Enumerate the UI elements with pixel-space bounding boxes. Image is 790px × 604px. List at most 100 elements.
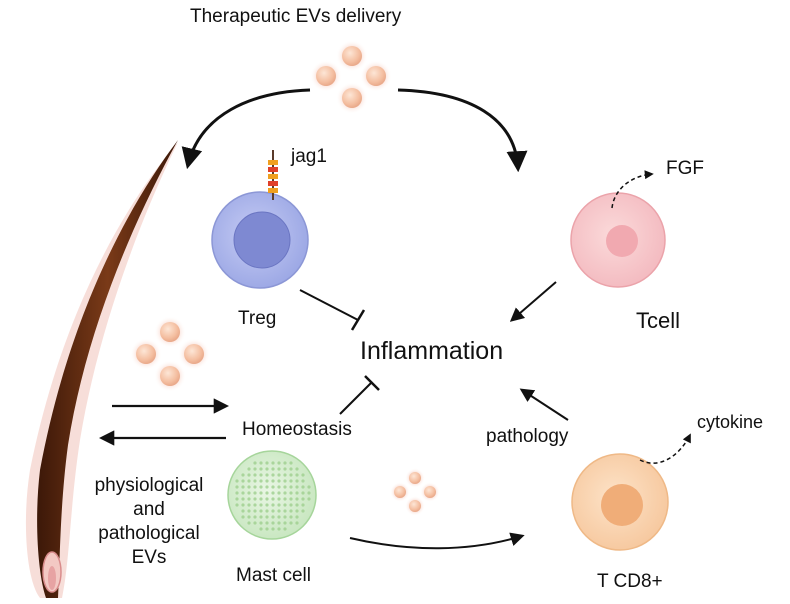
- mast-granule: [295, 515, 299, 519]
- mast-granule: [295, 503, 299, 507]
- mast-granule: [241, 485, 245, 489]
- mast-granule: [271, 497, 275, 501]
- mast-granule: [271, 509, 275, 513]
- mast-granule: [289, 479, 293, 483]
- label-evs-line1: physiological: [94, 475, 204, 496]
- homeostasis-inhibition-arrow: [339, 375, 380, 415]
- mast-granule: [283, 467, 287, 471]
- mast-granule: [253, 521, 257, 525]
- cd8-tcell: [571, 453, 669, 551]
- mast-granule: [307, 485, 311, 489]
- mast-granule: [301, 491, 305, 495]
- mast-granule: [271, 485, 275, 489]
- mast-granule: [253, 467, 257, 471]
- mast-granule: [301, 503, 305, 507]
- label-t-cd8: T CD8+: [597, 571, 663, 592]
- mast-granule: [289, 521, 293, 525]
- mast-granule: [283, 485, 287, 489]
- mast-granule: [253, 479, 257, 483]
- mast-granule: [283, 521, 287, 525]
- mast-granule: [271, 515, 275, 519]
- mast-granule: [265, 461, 269, 465]
- mast-granule: [265, 521, 269, 525]
- mast-granule: [277, 527, 281, 531]
- mast-granule: [301, 473, 305, 477]
- mast-granule: [259, 497, 263, 501]
- mast-granule: [283, 527, 287, 531]
- mast-granule: [259, 521, 263, 525]
- mast-granule: [277, 497, 281, 501]
- mast-cell: [227, 450, 317, 540]
- mast-granule: [301, 509, 305, 513]
- mast-granule: [235, 491, 239, 495]
- mast-granule: [271, 503, 275, 507]
- label-evs-line4: EVs: [131, 547, 167, 568]
- mast-granule: [253, 509, 257, 513]
- mast-granule: [301, 485, 305, 489]
- tcell-cell: [570, 192, 666, 288]
- mast-granule: [271, 479, 275, 483]
- mast-granule: [283, 479, 287, 483]
- mast-granule: [277, 515, 281, 519]
- hair-follicle-icon: [25, 140, 179, 598]
- mast-granule: [247, 467, 251, 471]
- mast-granule: [289, 515, 293, 519]
- mast-granule: [241, 473, 245, 477]
- label-mast-cell: Mast cell: [236, 565, 311, 586]
- mast-granule: [265, 515, 269, 519]
- mast-granule: [277, 461, 281, 465]
- fgf-secretion-arrow: [611, 170, 654, 209]
- mast-granule: [259, 473, 263, 477]
- mast-granule: [253, 461, 257, 465]
- mast-granule: [277, 485, 281, 489]
- mast-granule: [259, 479, 263, 483]
- treg-cell: [211, 191, 309, 289]
- mast-granule: [295, 491, 299, 495]
- mast-granule: [283, 515, 287, 519]
- mast-granule: [295, 473, 299, 477]
- mast-granule: [241, 479, 245, 483]
- mast-granule: [247, 515, 251, 519]
- mast-granule: [235, 497, 239, 501]
- mast-granule: [283, 509, 287, 513]
- mast-granule: [289, 485, 293, 489]
- label-pathology: pathology: [486, 426, 569, 447]
- mast-granule: [289, 491, 293, 495]
- mast-granule: [295, 467, 299, 471]
- tcell-to-inflammation-arrow: [509, 281, 557, 322]
- jag1-receptor-icon: [268, 150, 278, 200]
- mast-granule: [265, 485, 269, 489]
- mast-granule: [307, 497, 311, 501]
- mast-granule: [235, 485, 239, 489]
- label-inflammation: Inflammation: [360, 337, 504, 365]
- label-tcell: Tcell: [636, 308, 681, 333]
- arrow-to-tcell: [397, 88, 528, 173]
- mast-granule: [259, 485, 263, 489]
- label-cytokine: cytokine: [697, 412, 764, 432]
- mast-granule: [241, 509, 245, 513]
- label-treg: Treg: [238, 308, 277, 329]
- ev-cluster-top: [310, 40, 392, 114]
- mast-granule: [247, 473, 251, 477]
- mast-granule: [295, 509, 299, 513]
- mast-granule: [289, 497, 293, 501]
- mast-granule: [277, 503, 281, 507]
- mast-granule: [277, 521, 281, 525]
- mast-granule: [259, 467, 263, 471]
- mast-granule: [265, 509, 269, 513]
- mast-granule: [289, 509, 293, 513]
- mast-granule: [253, 473, 257, 477]
- label-fgf: FGF: [666, 158, 704, 179]
- ev-cluster-left: [130, 316, 210, 392]
- mast-granule: [247, 521, 251, 525]
- mast-granule: [259, 527, 263, 531]
- mast-granule: [253, 503, 257, 507]
- mast-granule: [253, 497, 257, 501]
- mast-granule: [289, 473, 293, 477]
- mast-granule: [235, 503, 239, 507]
- mast-granule: [265, 497, 269, 501]
- treg-inhibition-arrow: [299, 289, 366, 331]
- mast-granule: [295, 479, 299, 483]
- mast-granule: [271, 467, 275, 471]
